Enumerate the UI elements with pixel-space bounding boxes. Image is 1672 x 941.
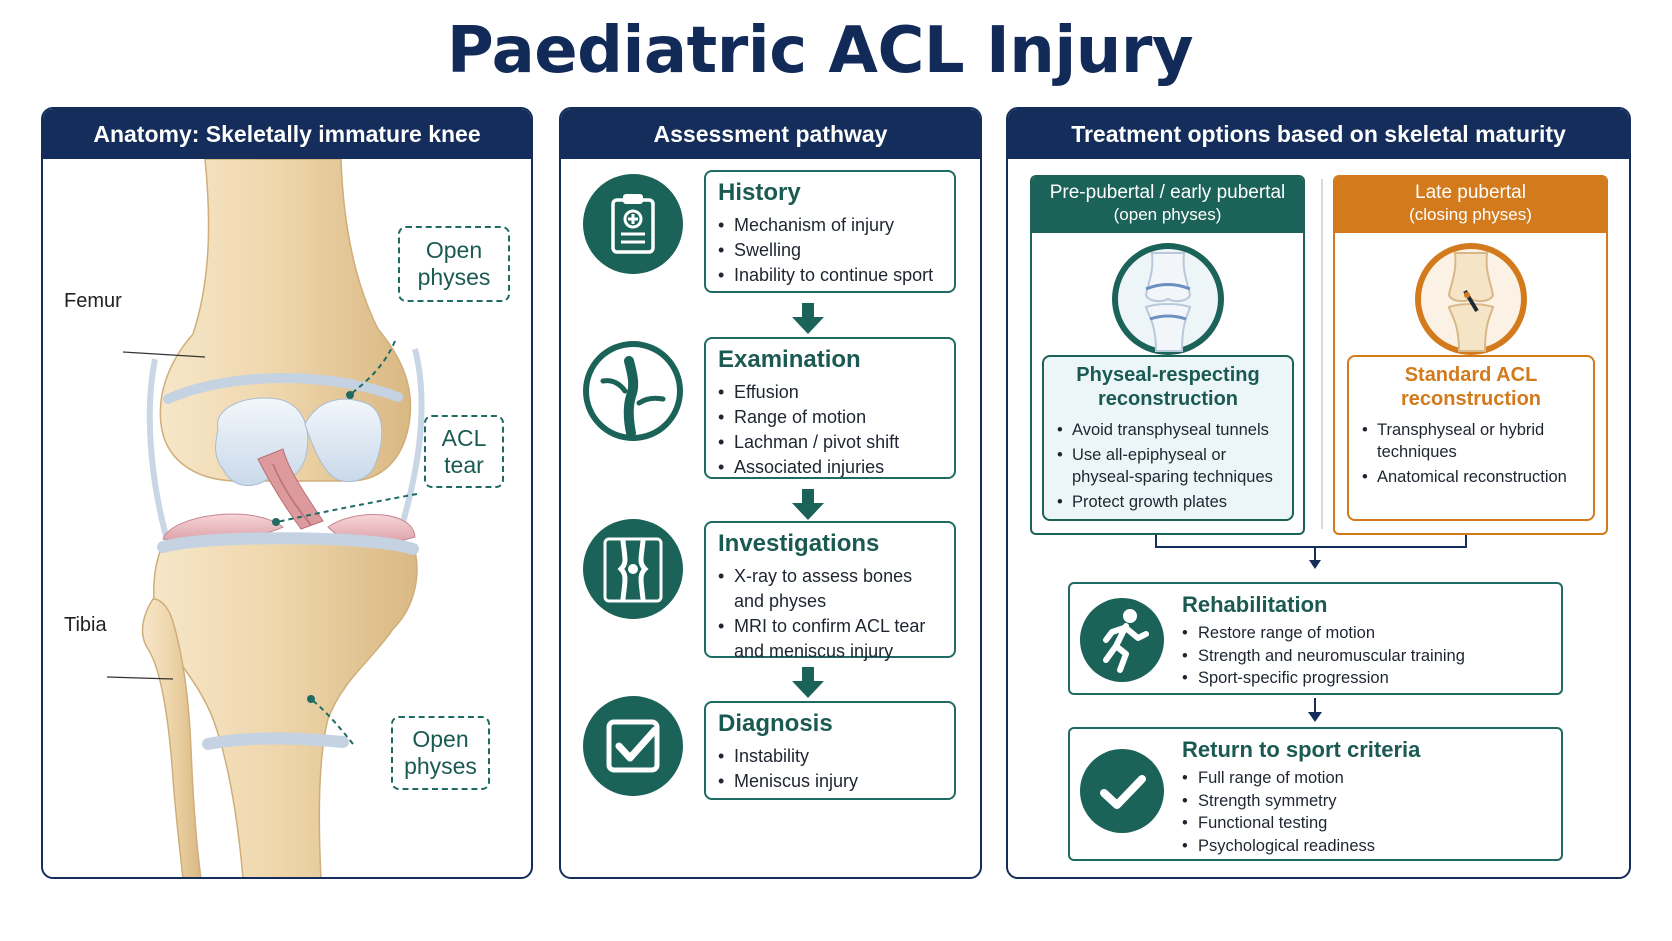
tibia-label: Tibia (64, 614, 107, 636)
list-item: Transphyseal or hybrid techniques (1362, 419, 1581, 463)
open-physes-knee-icon (1112, 243, 1224, 355)
pre-pubertal-header: Pre-pubertal / early pubertal (open phys… (1032, 177, 1303, 233)
option-title: Standard ACL reconstruction (1400, 364, 1542, 410)
list-item: Meniscus injury (718, 769, 942, 794)
list-item: Anatomical reconstruction (1362, 466, 1581, 488)
list-item: Range of motion (718, 405, 942, 430)
checkmark-icon (1080, 749, 1164, 833)
late-pubertal-column: Late pubertal (closing physes) Standard … (1333, 175, 1608, 535)
list-item: Use all-epiphyseal or physeal-sparing te… (1057, 444, 1280, 488)
knee-exam-icon (583, 341, 683, 441)
list-item: Instability (718, 744, 942, 769)
list-item: Psychological readiness (1182, 835, 1375, 858)
late-pubertal-header: Late pubertal (closing physes) (1335, 177, 1606, 233)
assessment-panel: Assessment pathway History Mechanism of … (559, 107, 982, 879)
rehabilitation-box: Rehabilitation Restore range of motion S… (1068, 582, 1563, 695)
list-item: Associated injuries (718, 455, 942, 480)
down-arrow-icon (792, 667, 824, 698)
treatment-header: Treatment options based on skeletal matu… (1008, 109, 1629, 159)
clipboard-icon (583, 174, 683, 274)
list-item: Sport-specific progression (1182, 667, 1465, 690)
down-arrow-icon (792, 303, 824, 334)
step-title: Diagnosis (718, 710, 833, 737)
running-person-icon (1080, 598, 1164, 682)
down-arrow-icon (1308, 698, 1322, 722)
acl-ligament (257, 448, 324, 530)
rehab-title: Rehabilitation (1182, 592, 1328, 617)
xray-icon (583, 519, 683, 619)
step-title: Investigations (718, 530, 880, 557)
step-diagnosis: Diagnosis Instability Meniscus injury (704, 701, 956, 800)
merge-connector (1155, 535, 1467, 569)
list-item: X-ray to assess bones and physes (718, 564, 942, 614)
list-item: Lachman / pivot shift (718, 430, 942, 455)
column-subheading: (open physes) (1113, 205, 1222, 224)
step-title: Examination (718, 346, 861, 373)
step-examination: Examination Effusion Range of motion Lac… (704, 337, 956, 480)
list-item: Strength symmetry (1182, 790, 1375, 813)
femur-physis (163, 373, 403, 404)
tibia-physis (202, 732, 349, 750)
list-item: Full range of motion (1182, 767, 1375, 790)
list-item: MRI to confirm ACL tear and meniscus inj… (718, 614, 942, 664)
step-title: History (718, 179, 801, 206)
treatment-panel: Treatment options based on skeletal matu… (1006, 107, 1631, 879)
list-item: Inability to continue sport (718, 263, 942, 288)
knee-illustration (106, 159, 425, 877)
column-heading: Late pubertal (1415, 182, 1526, 203)
down-arrow-icon (792, 489, 824, 520)
checkbox-icon (583, 696, 683, 796)
assessment-header: Assessment pathway (561, 109, 980, 159)
return-title: Return to sport criteria (1182, 737, 1421, 762)
list-item: Mechanism of injury (718, 213, 942, 238)
column-divider (1321, 179, 1323, 529)
list-item: Effusion (718, 380, 942, 405)
standard-acl-box: Standard ACL reconstruction Transphyseal… (1347, 355, 1595, 521)
fibula-bone (141, 598, 202, 877)
page-title: Paediatric ACL Injury (446, 14, 1194, 88)
list-item: Swelling (718, 238, 942, 263)
return-to-sport-box: Return to sport criteria Full range of m… (1068, 727, 1563, 861)
femur-label: Femur (64, 290, 122, 312)
anatomy-header: Anatomy: Skeletally immature knee (43, 109, 531, 159)
list-item: Protect growth plates (1057, 491, 1280, 513)
list-item: Restore range of motion (1182, 622, 1465, 645)
step-history: History Mechanism of injury Swelling Ina… (704, 170, 956, 293)
femur-cartilage (215, 397, 309, 487)
physeal-respecting-box: Physeal-respecting reconstruction Avoid … (1042, 355, 1294, 521)
list-item: Strength and neuromuscular training (1182, 645, 1465, 668)
closing-physes-knee-icon (1415, 243, 1527, 355)
anatomy-panel: Anatomy: Skeletally immature knee (41, 107, 533, 879)
option-title: Physeal-respecting reconstruction (1076, 364, 1260, 410)
pre-pubertal-column: Pre-pubertal / early pubertal (open phys… (1030, 175, 1305, 535)
list-item: Functional testing (1182, 812, 1375, 835)
list-item: Avoid transphyseal tunnels (1057, 419, 1280, 441)
column-heading: Pre-pubertal / early pubertal (1049, 182, 1286, 203)
step-investigations: Investigations X-ray to assess bones and… (704, 521, 956, 661)
column-subheading: (closing physes) (1409, 205, 1532, 224)
